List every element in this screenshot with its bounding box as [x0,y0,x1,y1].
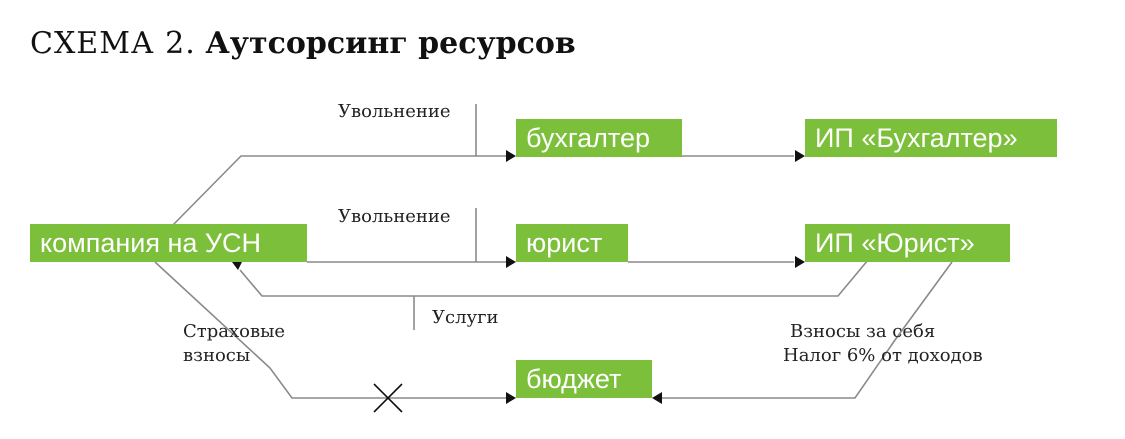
node-lawyer: юрист [516,224,628,262]
line-services-return [239,259,869,297]
arrow-to-lawyer [506,256,516,268]
diagram-title: СХЕМА 2. Аутсорсинг ресурсов [30,26,576,61]
arrow-to-accountant [506,150,516,162]
node-accountant: бухгалтер [516,119,682,157]
node-ip-lawyer: ИП «Юрист» [805,224,1010,262]
label-dismissal-mid: Увольнение [338,206,451,227]
label-insurance-line2: взносы [183,345,251,366]
arrow-to-budget-left [506,392,516,404]
line-company-to-accountant [169,155,506,229]
title-prefix: СХЕМА 2. [30,26,196,61]
node-ip-accountant: ИП «Бухгалтер» [805,119,1057,157]
label-dismissal-top: Увольнение [338,101,451,122]
arrow-to-ip-lawyer [795,256,805,268]
node-company: компания на УСН [30,224,307,262]
node-budget: бюджет [516,360,652,398]
line-ip-to-budget [662,261,953,399]
label-insurance-line1: Страховые [183,321,286,342]
title-main: Аутсорсинг ресурсов [205,26,576,61]
label-services: Услуги [432,307,499,328]
x-mark-icon [373,383,403,413]
arrow-to-ip-accountant [795,150,805,162]
arrow-to-budget-right [652,392,662,404]
label-self-contrib-line1: Взносы за себя [790,321,936,342]
line-company-to-budget [154,261,506,399]
label-self-contrib-line2: Налог 6% от доходов [783,345,983,366]
